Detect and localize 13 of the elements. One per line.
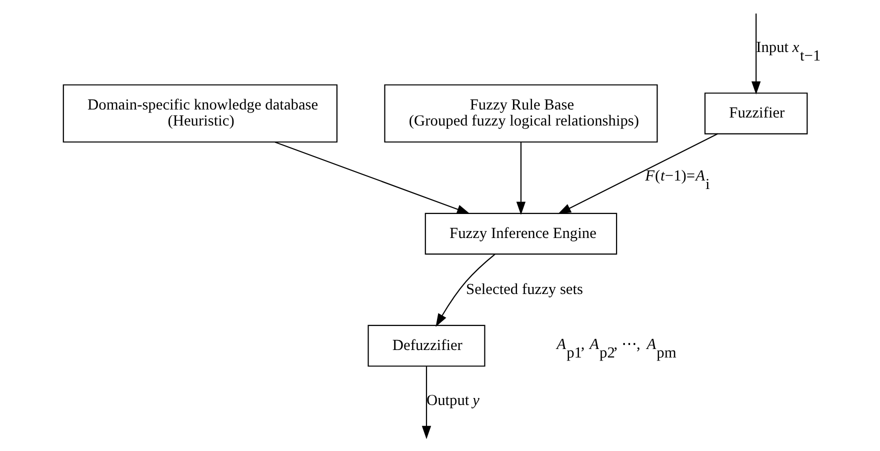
node-box: Domain-specific knowledge database (Heuristic): [62, 84, 337, 143]
edge-label: Output y: [426, 392, 479, 409]
arrow: [435, 254, 495, 327]
node-box: Fuzzifier: [704, 92, 808, 134]
node-box: Fuzzy Rule Base (Grouped fuzzy logical relationships): [384, 84, 658, 143]
node-box: Fuzzy Inference Engine: [424, 212, 617, 255]
node-box: Defuzzifier: [367, 324, 485, 367]
arrow: [557, 133, 718, 214]
arrow: [421, 366, 431, 440]
arrow: [274, 142, 470, 214]
edge-label: Selected fuzzy sets: [466, 280, 583, 298]
arrow: [516, 142, 526, 215]
arrow: [750, 14, 760, 95]
